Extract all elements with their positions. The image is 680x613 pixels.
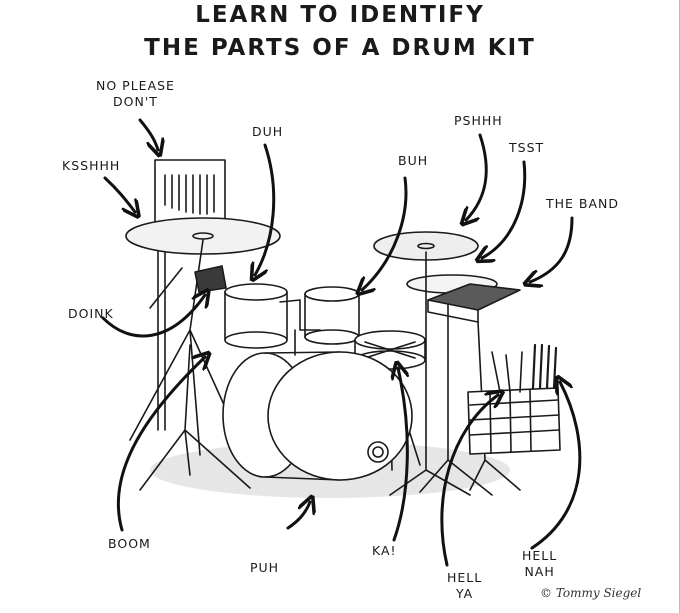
drum-pad-icon	[427, 283, 521, 491]
title-line-2: THE PARTS OF A DRUM KIT	[144, 35, 536, 61]
label-line: NAH	[524, 564, 555, 579]
arrow-the-band	[530, 216, 574, 282]
rack-tom-left-icon	[224, 283, 288, 349]
chimes-icon	[154, 159, 226, 431]
label-doink: DOINK	[68, 306, 114, 321]
label-ka: KA!	[372, 543, 397, 558]
label-hell-ya: HELL YA	[447, 570, 482, 602]
label-line: DON'T	[113, 94, 158, 109]
arrow-doink	[101, 295, 205, 338]
label-boom: BOOM	[108, 536, 151, 551]
tom-mount	[279, 299, 321, 356]
label-line: NO PLEASE	[96, 78, 175, 93]
arrow-pshhh	[466, 133, 488, 220]
label-line: HELL	[447, 570, 483, 585]
arrow-ksshhh	[103, 176, 135, 212]
crash-cymbal-left-icon	[125, 217, 281, 456]
label-pshhh: PSHHH	[454, 113, 503, 128]
label-no-please-dont: NO PLEASE DON'T	[96, 78, 175, 110]
title-line-1: LEARN TO IDENTIFY	[195, 2, 485, 28]
arrow-puh	[286, 502, 310, 530]
arrow-buh	[362, 176, 408, 290]
bass-drum-icon	[222, 351, 413, 481]
cowbell-icon	[149, 265, 227, 309]
label-duh: DUH	[252, 124, 284, 139]
label-puh: PUH	[250, 560, 280, 575]
label-buh: BUH	[398, 153, 429, 168]
arrow-hell-nah	[530, 382, 582, 550]
artist-signature: © Tommy Siegel	[540, 586, 642, 600]
rack-tom-right-icon	[304, 286, 360, 345]
arrow-hell-ya	[440, 395, 498, 567]
label-line: HELL	[522, 548, 558, 563]
label-the-band: THE BAND	[546, 196, 620, 211]
arrow-duh	[255, 143, 276, 275]
label-tsst: TSST	[509, 140, 545, 155]
label-line: YA	[456, 586, 474, 601]
arrow-boom	[116, 357, 205, 532]
arrow-no-please-dont	[138, 118, 158, 150]
arrow-ka	[394, 368, 407, 542]
label-hell-nah: HELL NAH	[522, 548, 557, 580]
arrow-tsst	[482, 160, 527, 258]
label-ksshhh: KSSHHH	[62, 158, 121, 173]
stick-basket-icon	[467, 343, 561, 455]
